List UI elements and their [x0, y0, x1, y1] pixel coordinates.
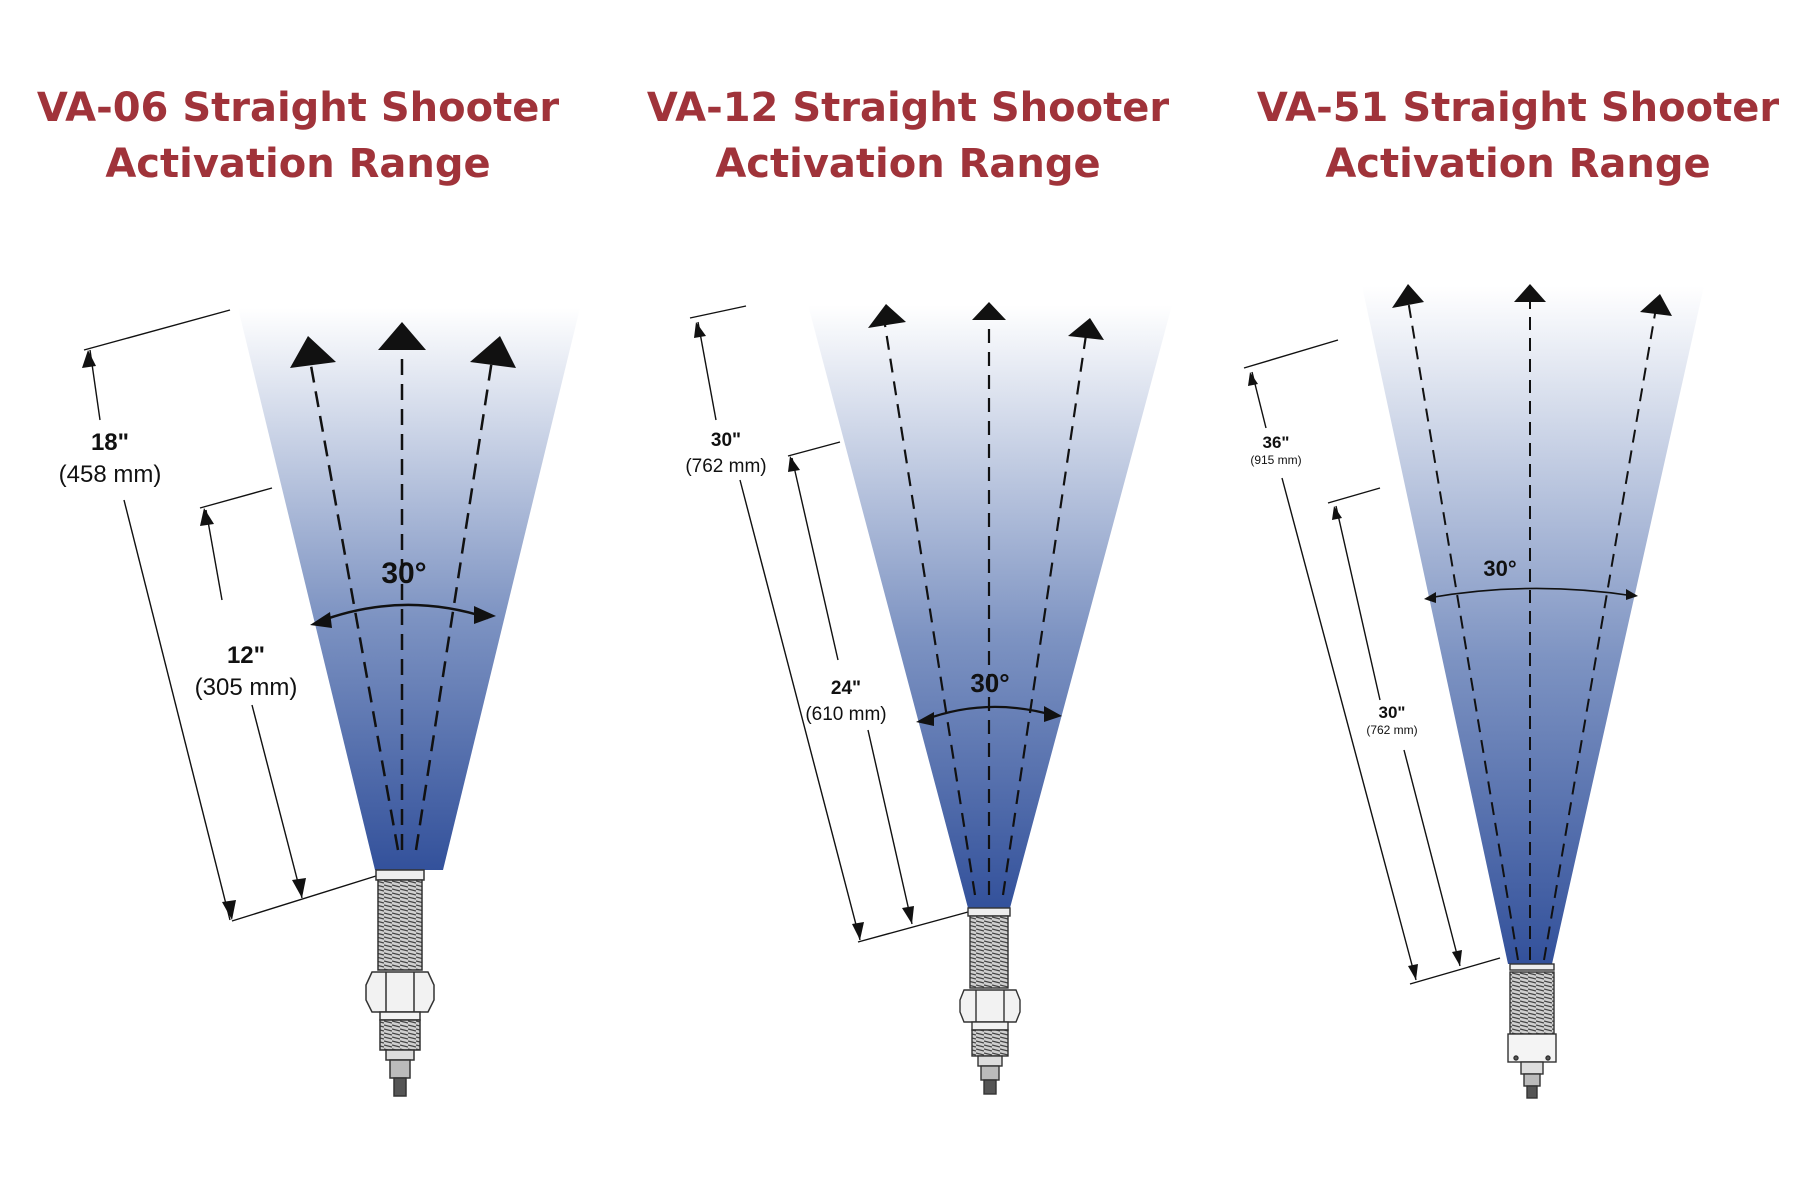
title-line-1: VA-51 Straight Shooter	[1256, 85, 1780, 131]
outer-range-inches: 30"	[711, 430, 741, 451]
title-line-1: VA-06 Straight Shooter	[36, 85, 560, 131]
arrow-head-icon	[1640, 294, 1672, 316]
arrow-head-icon	[1514, 284, 1546, 302]
angle-arc	[1427, 587, 1635, 599]
angle-label: 30°	[1483, 556, 1516, 581]
title-line-2: Activation Range	[1325, 141, 1711, 187]
inner-range-inches: 12"	[227, 642, 265, 669]
arrow-head-icon	[852, 922, 864, 940]
sensor-device-icon	[1507, 963, 1557, 1099]
inner-range-inches: 30"	[1379, 703, 1406, 722]
arrow-head-icon	[82, 350, 96, 368]
angle-label: 30°	[970, 668, 1009, 698]
arrow-head-icon	[1424, 592, 1436, 603]
arrow-head-icon	[694, 322, 706, 338]
beam-arrows	[308, 350, 494, 851]
arrow-head-icon	[1626, 589, 1638, 600]
arrow-head-icon	[1068, 318, 1104, 340]
outer-range-inches: 36"	[1263, 433, 1290, 452]
arrow-head-icon	[902, 906, 914, 924]
outer-range-mm: (762 mm)	[685, 456, 766, 477]
arrow-head-icon	[1248, 372, 1258, 386]
arrow-head-icon	[868, 304, 906, 328]
beam-arrows	[1407, 298, 1657, 961]
outer-range-mm: (458 mm)	[59, 461, 162, 488]
panel-title-va51: VA-51 Straight Shooter Activation Range	[1238, 80, 1798, 192]
arrow-head-icon	[1392, 284, 1424, 308]
arrow-head-icon	[1408, 964, 1418, 980]
arrow-head-icon	[916, 712, 934, 726]
inner-range-mm: (305 mm)	[195, 674, 298, 701]
arrow-head-icon	[292, 878, 306, 898]
arrow-head-icon	[1452, 950, 1462, 966]
arrow-head-icon	[378, 322, 426, 350]
arrow-head-icon	[310, 612, 332, 628]
arrow-head-icon	[1332, 506, 1342, 520]
arrow-head-icon	[1044, 706, 1062, 722]
beam-arrows	[883, 320, 1088, 896]
angle-arc	[317, 603, 489, 624]
arrow-head-icon	[470, 336, 516, 368]
arrow-head-icon	[200, 508, 214, 526]
title-line-2: Activation Range	[105, 141, 491, 187]
arrow-head-icon	[972, 302, 1006, 320]
panel-title-va06: VA-06 Straight Shooter Activation Range	[18, 80, 578, 192]
sensor-device-icon	[365, 869, 435, 1097]
panel-va51: 30° 36" (915 mm) 30" (762 mm)	[1243, 284, 1704, 1099]
arrow-head-icon	[474, 606, 496, 624]
panel-va06: 30° 18" (458 mm) 12" (305 mm)	[59, 308, 580, 1097]
dimension-lines	[1243, 339, 1501, 985]
arrow-head-icon	[290, 336, 336, 368]
panel-title-va12: VA-12 Straight Shooter Activation Range	[628, 80, 1188, 192]
outer-range-inches: 18"	[91, 429, 129, 456]
title-line-2: Activation Range	[715, 141, 1101, 187]
inner-range-inches: 24"	[831, 678, 861, 699]
outer-range-mm: (915 mm)	[1250, 453, 1301, 467]
sensor-device-icon	[959, 907, 1021, 1095]
beam-cone	[238, 308, 580, 870]
inner-range-mm: (610 mm)	[805, 704, 886, 725]
dimension-lines	[689, 305, 969, 943]
inner-range-mm: (762 mm)	[1366, 723, 1417, 737]
angle-arc	[923, 705, 1057, 722]
title-line-1: VA-12 Straight Shooter	[646, 85, 1170, 131]
arrow-head-icon	[788, 456, 800, 472]
beam-cone	[1362, 286, 1704, 964]
angle-label: 30°	[381, 557, 426, 590]
arrow-head-icon	[222, 900, 236, 920]
panel-va12: 30° 30" (762 mm) 24" (610 mm)	[685, 302, 1172, 1095]
